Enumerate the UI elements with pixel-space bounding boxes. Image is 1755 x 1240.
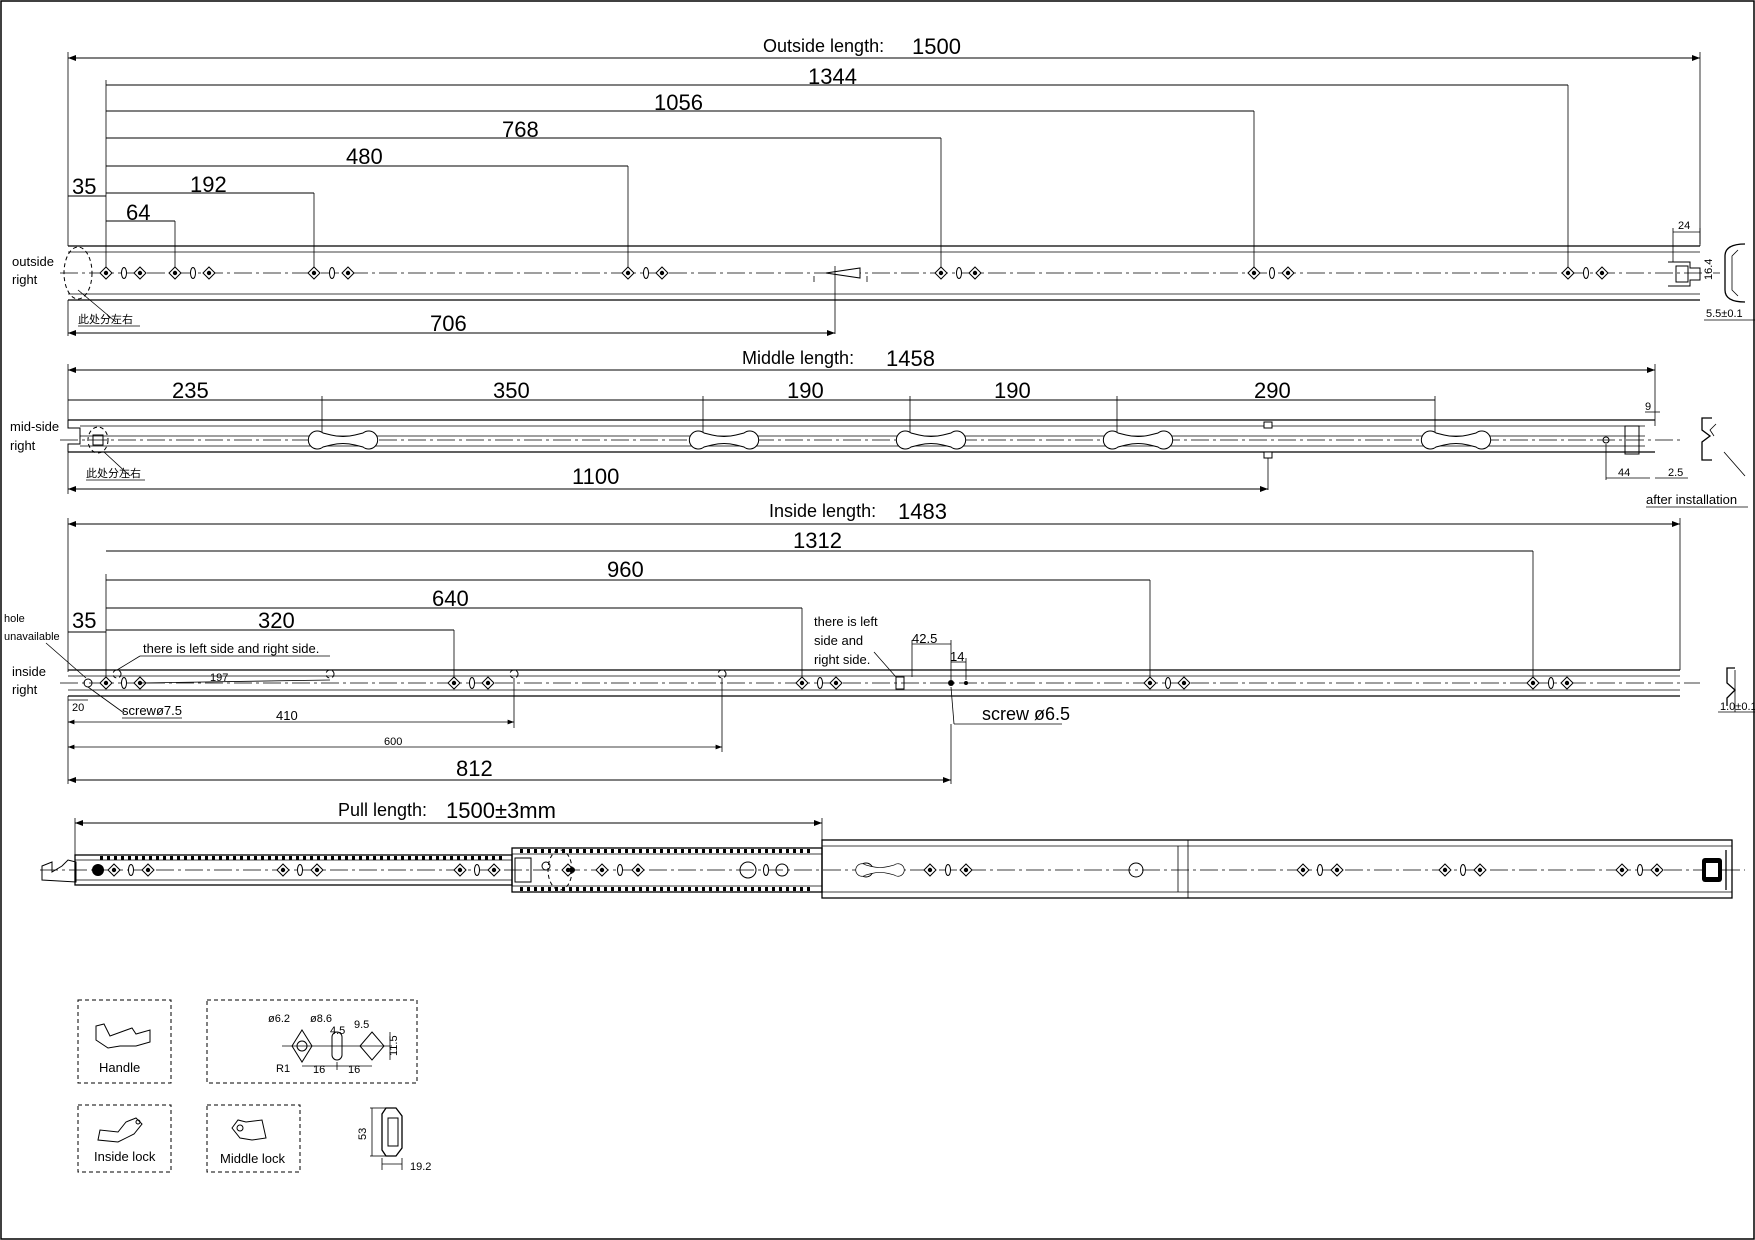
dim-42-5: 42.5	[912, 631, 937, 646]
legend-middle-lock: Middle lock	[220, 1151, 286, 1166]
inside-rail-view: Inside length: 1483 1312 960 640 320 35	[4, 499, 1755, 784]
note2-line-2: side and	[814, 633, 863, 648]
outside-note: 此处分左右	[78, 312, 133, 326]
dim-1344: 1344	[808, 64, 857, 89]
legend-handle: Handle	[99, 1060, 140, 1075]
dim-44: 44	[1618, 467, 1630, 479]
after-installation-label: after installation	[1646, 492, 1737, 507]
handle-box	[77, 999, 172, 1084]
legend-d45: 4.5	[330, 1025, 345, 1037]
inside-length-label: Inside length:	[769, 501, 876, 521]
outside-rail-view: Outside length: 1500 1344 1056 768 480 1…	[12, 34, 1755, 336]
dim-1056: 1056	[654, 90, 703, 115]
dim-20: 20	[72, 702, 84, 714]
middle-side-label-1: mid-side	[10, 419, 59, 434]
dim-768: 768	[502, 117, 539, 142]
dim-320: 320	[258, 608, 295, 633]
dim-812: 812	[456, 756, 493, 781]
dim-64: 64	[126, 200, 150, 225]
dim-2-5: 2.5	[1668, 467, 1683, 479]
dim-960: 960	[607, 557, 644, 582]
dim-1312: 1312	[793, 528, 842, 553]
profile-24: 24	[1678, 220, 1690, 232]
pull-length-label: Pull length:	[338, 800, 427, 820]
middle-note: 此处分左右	[86, 466, 141, 480]
legend-d192: 19.2	[410, 1161, 431, 1173]
dim-14: 14	[950, 649, 964, 664]
dim-190a: 190	[787, 378, 824, 403]
outside-length-label: Outside length:	[763, 36, 884, 56]
dim-480: 480	[346, 144, 383, 169]
inside-side-label-1: inside	[12, 664, 46, 679]
screw-6-5: screw ø6.5	[982, 704, 1070, 724]
middle-side-label-2: right	[10, 438, 36, 453]
dim-35: 35	[72, 174, 96, 199]
outside-side-label-1: outside	[12, 254, 54, 269]
inside-length-value: 1483	[898, 499, 947, 524]
dim-35-inside: 35	[72, 608, 96, 633]
note2-line-3: right side.	[814, 652, 870, 667]
middle-length-value: 1458	[886, 346, 935, 371]
dim-410: 410	[276, 708, 298, 723]
legend-d16a: 16	[313, 1064, 325, 1076]
middle-lock-box	[206, 1104, 301, 1173]
legend-d16b: 16	[348, 1064, 360, 1076]
legend: Handle ø6.2 ø8.6 4.5 9.5 11.5 R1 16 16 I…	[77, 999, 431, 1173]
legend-d86: ø8.6	[310, 1013, 332, 1025]
legend-r1: R1	[276, 1063, 290, 1075]
dim-1100: 1100	[572, 464, 619, 489]
dim-197: 197	[210, 672, 228, 684]
inside-side-label-2: right	[12, 682, 38, 697]
dim-235: 235	[172, 378, 209, 403]
outside-side-label-2: right	[12, 272, 38, 287]
inside-lock-icon	[97, 1117, 143, 1143]
middle-lock-icon	[231, 1119, 267, 1141]
middle-rail-view: Middle length: 1458 235 350 190 190 290	[10, 346, 1748, 508]
legend-d62: ø6.2	[268, 1013, 290, 1025]
dim-640: 640	[432, 586, 469, 611]
screw-7-5: screwø7.5	[122, 703, 182, 718]
pull-length-value: 1500±3mm	[446, 798, 556, 823]
legend-d53: 53	[357, 1128, 369, 1140]
rear-bracket-icon	[370, 1107, 403, 1170]
note-left-right: there is left side and right side.	[143, 641, 319, 656]
inside-profile-tol: 1.0±0.1	[1720, 701, 1755, 713]
dim-9: 9	[1645, 401, 1651, 413]
dim-350: 350	[493, 378, 530, 403]
handle-icon	[95, 1023, 151, 1049]
dim-600: 600	[384, 736, 402, 748]
hole-label-2: unavailable	[4, 631, 60, 643]
hole-detail-icon	[282, 1029, 392, 1070]
outside-length-value: 1500	[912, 34, 961, 59]
pull-length-view: Pull length: 1500±3mm	[40, 798, 1745, 899]
legend-d95: 9.5	[354, 1019, 369, 1031]
legend-d115: 11.5	[388, 1035, 400, 1056]
hole-detail-box	[206, 999, 418, 1084]
profile-16: 16.4	[1703, 259, 1715, 280]
middle-length-label: Middle length:	[742, 348, 854, 368]
dim-192: 192	[190, 172, 227, 197]
inside-lock-box	[77, 1104, 172, 1173]
dim-290: 290	[1254, 378, 1291, 403]
profile-tol: 5.5±0.1	[1706, 308, 1743, 320]
hole-label-1: hole	[4, 613, 25, 625]
note2-line-1: there is left	[814, 614, 878, 629]
dim-706: 706	[430, 311, 467, 336]
dim-190b: 190	[994, 378, 1031, 403]
legend-inside-lock: Inside lock	[94, 1149, 156, 1164]
